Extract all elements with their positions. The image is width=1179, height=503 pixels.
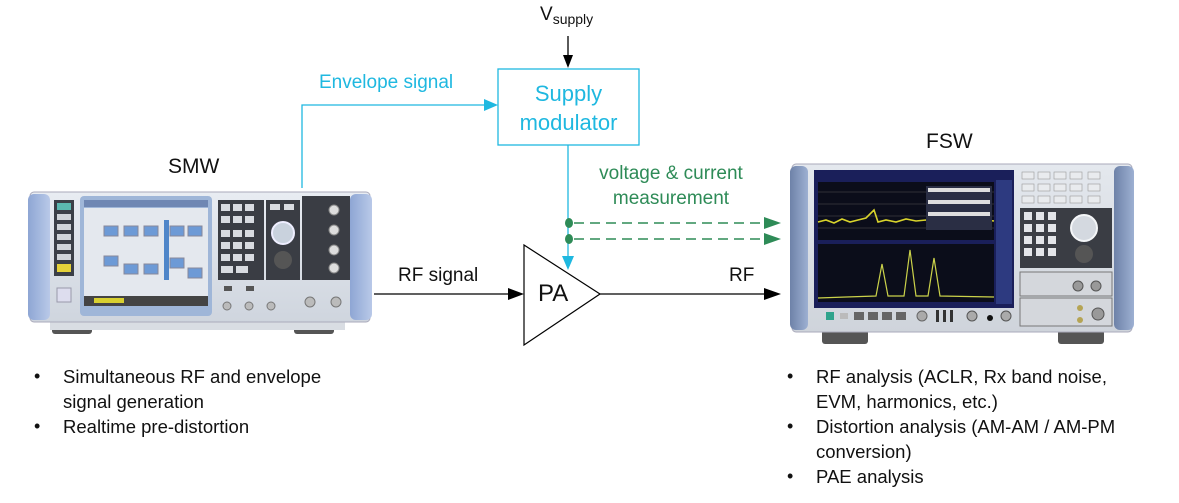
measurement-label-line2: measurement xyxy=(612,188,730,209)
vsupply-sub: supply xyxy=(552,11,594,27)
smw-feature-1-line1: Simultaneous RF and envelope xyxy=(63,366,322,387)
pa-label: PA xyxy=(538,280,569,307)
envelope-signal-path xyxy=(301,99,498,188)
envelope-signal-label: Envelope signal xyxy=(319,72,454,93)
supply-modulator-box xyxy=(497,68,640,146)
vsupply-main: V xyxy=(540,4,553,25)
smw-feature-item: Simultaneous RF and envelope signal gene… xyxy=(30,364,321,414)
fsw-feature-item: RF analysis (ACLR, Rx band noise, EVM, h… xyxy=(783,364,1115,414)
rf-signal-arrow xyxy=(374,288,524,300)
smw-feature-1-line2: signal generation xyxy=(63,391,204,412)
smw-feature-item: Realtime pre-distortion xyxy=(30,414,321,439)
smw-feature-2: Realtime pre-distortion xyxy=(63,416,250,437)
supply-modulator-line1: Supply xyxy=(534,81,603,106)
fsw-feature-1-line2: EVM, harmonics, etc.) xyxy=(816,391,998,412)
fsw-feature-2-line1: Distortion analysis (AM-AM / AM-PM xyxy=(816,416,1116,437)
pa-amplifier-symbol xyxy=(523,243,602,347)
measurement-label: voltage & current measurement xyxy=(578,161,764,211)
fsw-feature-item: PAE analysis xyxy=(783,464,1115,489)
fsw-feature-1-line1: RF analysis (ACLR, Rx band noise, xyxy=(816,366,1107,387)
smw-feature-list: Simultaneous RF and envelope signal gene… xyxy=(30,364,321,439)
vsupply-arrow xyxy=(563,36,573,68)
rf-label: RF xyxy=(729,265,755,286)
rf-signal-label: RF signal xyxy=(398,265,479,286)
fsw-title: FSW xyxy=(926,130,973,153)
measurement-label-line1: voltage & current xyxy=(599,163,743,184)
vsupply-label: Vsupply xyxy=(540,4,594,27)
fsw-feature-list: RF analysis (ACLR, Rx band noise, EVM, h… xyxy=(783,364,1115,489)
fsw-feature-item: Distortion analysis (AM-AM / AM-PM conve… xyxy=(783,414,1115,464)
supply-modulator-label: Supply modulator xyxy=(498,79,639,137)
supply-to-pa-line xyxy=(562,145,574,270)
supply-modulator-line2: modulator xyxy=(519,110,618,135)
fsw-feature-2-line2: conversion) xyxy=(816,441,912,462)
rf-out-arrow xyxy=(600,288,781,300)
smw-title: SMW xyxy=(168,155,220,178)
measurement-lines xyxy=(565,217,781,245)
smw-instrument-image xyxy=(28,191,372,334)
fsw-instrument-image xyxy=(790,163,1134,344)
fsw-feature-3: PAE analysis xyxy=(816,466,924,487)
